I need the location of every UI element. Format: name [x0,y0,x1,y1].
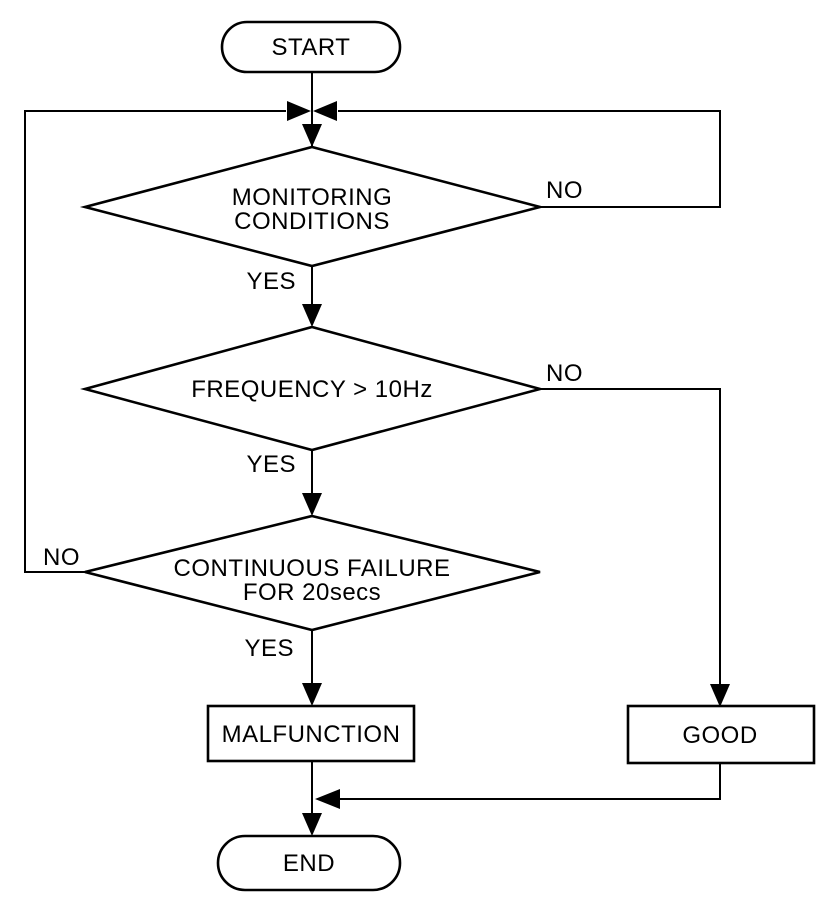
merge-arrow-right-icon [313,101,337,121]
frequency-yes-label: YES [246,451,296,478]
decision-frequency [80,325,545,452]
good-process-box [626,704,816,765]
monitoring-no-label: NO [546,177,583,204]
merge-arrow-left-icon [287,101,311,121]
edge-frequency-no [540,388,721,704]
edge-continuous-no-loop [24,110,286,573]
arrow-into-malfunction-icon [302,683,322,706]
malfunction-process-box [206,704,416,763]
arrow-into-continuous-icon [302,493,322,516]
monitoring-label-line2: CONDITIONS [234,208,390,235]
start-terminator [220,20,402,74]
decision-continuous-failure [84,514,541,632]
monitoring-yes-label: YES [246,268,296,295]
continuous-label-line2: FOR 20secs [243,579,381,606]
frequency-no-label: NO [546,360,583,387]
edge-monitoring-no-loop [338,110,721,208]
malfunction-label: MALFUNCTION [222,721,401,748]
good-label: GOOD [682,722,757,749]
frequency-label: FREQUENCY > 10Hz [191,376,433,403]
arrow-into-monitoring-icon [302,124,322,147]
decision-monitoring-conditions [79,145,546,268]
arrow-good-merge-icon [315,789,340,809]
end-terminator [216,834,402,892]
arrow-into-end-icon [302,813,322,836]
edge-good-to-end [340,763,721,800]
arrow-into-good-icon [710,684,730,707]
monitoring-label-line1: MONITORING [232,184,393,211]
arrow-into-frequency-icon [302,304,322,327]
start-label: START [272,34,351,61]
continuous-no-label: NO [43,544,80,571]
end-label: END [283,850,335,877]
continuous-label-line1: CONTINUOUS FAILURE [173,555,450,582]
continuous-yes-label: YES [244,635,294,662]
